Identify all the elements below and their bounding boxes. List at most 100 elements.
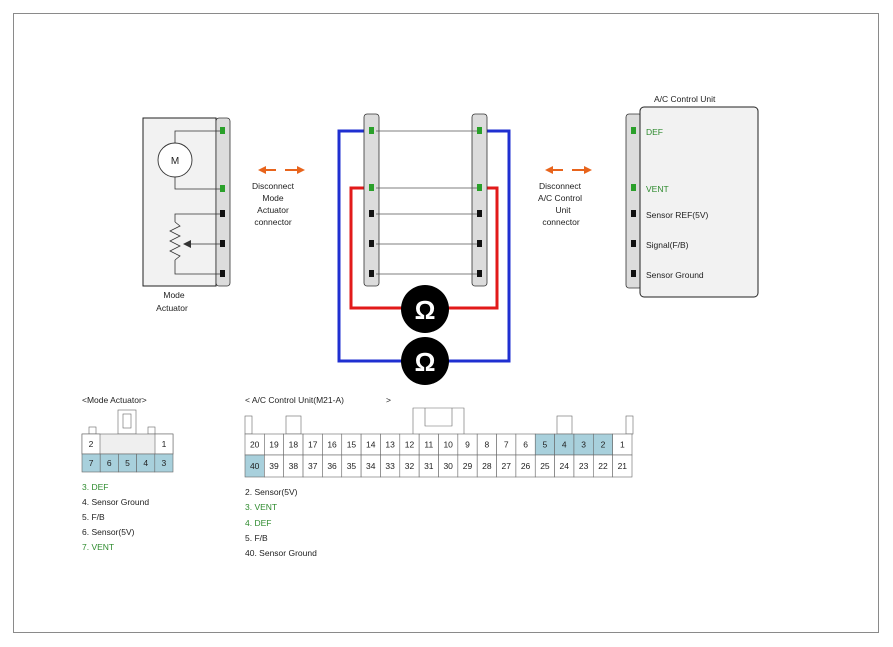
acu-pin-cell-label: 36 [327, 461, 337, 471]
acu-pin-cell-label: 10 [443, 440, 453, 450]
svg-text:A/C Control: A/C Control [538, 193, 582, 203]
svg-text:40. Sensor Ground: 40. Sensor Ground [245, 548, 317, 558]
acu-pin-cell-label: 7 [504, 440, 509, 450]
acu-pin-cell-label: 29 [463, 461, 473, 471]
acu-pin-cell-label: 19 [269, 440, 279, 450]
mode-actuator: M Mode Actuator [142, 117, 231, 313]
red-wire [349, 186, 402, 310]
cu-pin-vent: VENT [646, 184, 669, 194]
ac-control-unit: A/C Control Unit DEF VENT Sensor REF(5V)… [625, 94, 759, 298]
disconnect-text-right: Disconnect A/C Control Unit connector [538, 181, 582, 227]
svg-text:Unit: Unit [555, 205, 571, 215]
acu-pin-cell [612, 454, 633, 478]
ohmmeter-icon: Ω [401, 285, 449, 333]
motor-label: M [171, 156, 179, 167]
actuator-label-line1: Mode [163, 290, 185, 300]
cu-pin-ref: Sensor REF(5V) [646, 210, 709, 220]
svg-text:Disconnect: Disconnect [539, 181, 582, 191]
actuator-label-line2: Actuator [156, 303, 188, 313]
acu-pin-cell-label: 13 [385, 440, 395, 450]
svg-text:5. F/B: 5. F/B [82, 512, 105, 522]
acu-pin-cell-label: 5 [543, 440, 548, 450]
acu-pin-cell-label: 28 [482, 461, 492, 471]
disconnect-arrow-left [258, 166, 305, 174]
acu-pin-cell-label: 25 [540, 461, 550, 471]
acu-pin-cell-label: 24 [560, 461, 570, 471]
acu-notes: 2. Sensor(5V) 3. VENT 4. DEF 5. F/B 40. … [245, 487, 317, 558]
actuator-pin-vent [220, 185, 225, 192]
svg-text:Disconnect: Disconnect [252, 181, 295, 191]
actuator-pin-cell-label: 3 [162, 458, 167, 468]
actuator-pin-cell-label: 7 [89, 458, 94, 468]
svg-text:4. DEF: 4. DEF [245, 518, 271, 528]
svg-text:Ω: Ω [415, 347, 436, 377]
actuator-pin-signal [220, 240, 225, 247]
wire-harness [337, 113, 511, 363]
acu-pin-cell-label: 39 [269, 461, 279, 471]
actuator-pin-cell-label: 5 [125, 458, 130, 468]
actuator-pin-cell [154, 453, 174, 473]
svg-text:6. Sensor(5V): 6. Sensor(5V) [82, 527, 135, 537]
acu-pin-cell-label: 20 [250, 440, 260, 450]
svg-text:3. DEF: 3. DEF [82, 482, 108, 492]
acu-pin-cell-label: 37 [308, 461, 318, 471]
motor-symbol [157, 142, 193, 178]
svg-text:2. Sensor(5V): 2. Sensor(5V) [245, 487, 298, 497]
acu-pin-cell-label: 4 [562, 440, 567, 450]
actuator-pin-ground [220, 270, 225, 277]
acu-pin-cell-label: 38 [289, 461, 299, 471]
actuator-pin-cell-label: 6 [107, 458, 112, 468]
acu-pin-cell-label: 30 [443, 461, 453, 471]
disconnect-arrow-right [545, 166, 592, 174]
control-unit-title: A/C Control Unit [654, 94, 716, 104]
acu-pin-cell-label: 27 [501, 461, 511, 471]
acu-pin-cell-label: 18 [289, 440, 299, 450]
svg-text:2: 2 [89, 439, 94, 449]
acu-pin-cell-label: 11 [424, 440, 433, 450]
svg-text:1: 1 [162, 439, 167, 449]
cu-pin-ground: Sensor Ground [646, 270, 704, 280]
svg-text:3. VENT: 3. VENT [245, 502, 277, 512]
acu-pin-cell-label: 14 [366, 440, 376, 450]
blue-wire [337, 129, 402, 363]
acu-pin-cell-label: 31 [424, 461, 434, 471]
acu-pin-cell-label: 21 [618, 461, 628, 471]
acu-pin-cell-label: 3 [581, 440, 586, 450]
potentiometer-symbol [169, 221, 181, 261]
acu-pin-cell-label: 22 [598, 461, 608, 471]
svg-text:Actuator: Actuator [257, 205, 289, 215]
actuator-pin-def [220, 127, 225, 134]
acu-pin-cell-label: 33 [385, 461, 395, 471]
acu-pin-cell-label: 8 [485, 440, 490, 450]
acu-connector-title: < A/C Control Unit(M21-A) [245, 395, 344, 405]
acu-pin-cell-label: 6 [523, 440, 528, 450]
acu-pin-cell-label: 40 [250, 461, 260, 471]
acu-pin-cell-label: 9 [465, 440, 470, 450]
acu-pin-cell-label: 32 [405, 461, 415, 471]
acu-pin-cell-label: 35 [347, 461, 357, 471]
svg-text:Ω: Ω [415, 295, 436, 325]
svg-text:Mode: Mode [262, 193, 284, 203]
acu-pin-cell-label: 23 [579, 461, 589, 471]
actuator-pin-ref [220, 210, 225, 217]
harness-connector-right [471, 113, 488, 287]
acu-pin-cell-label: 17 [308, 440, 318, 450]
harness-connector-left [363, 113, 380, 287]
svg-text:connector: connector [542, 217, 579, 227]
cu-pin-def: DEF [646, 127, 663, 137]
cu-pin-signal: Signal(F/B) [646, 240, 689, 250]
acu-pin-cell-label: 34 [366, 461, 376, 471]
actuator-pin-cell-label: 4 [143, 458, 148, 468]
svg-text:>: > [386, 395, 391, 405]
acu-pin-cell-label: 15 [347, 440, 357, 450]
svg-text:5. F/B: 5. F/B [245, 533, 268, 543]
disconnect-text-left: Disconnect Mode Actuator connector [252, 181, 295, 227]
acu-pin-cell-label: 12 [405, 440, 415, 450]
svg-text:connector: connector [254, 217, 291, 227]
acu-pin-cell-label: 1 [620, 440, 625, 450]
svg-text:4. Sensor Ground: 4. Sensor Ground [82, 497, 149, 507]
acu-pin-cell-label: 16 [327, 440, 337, 450]
